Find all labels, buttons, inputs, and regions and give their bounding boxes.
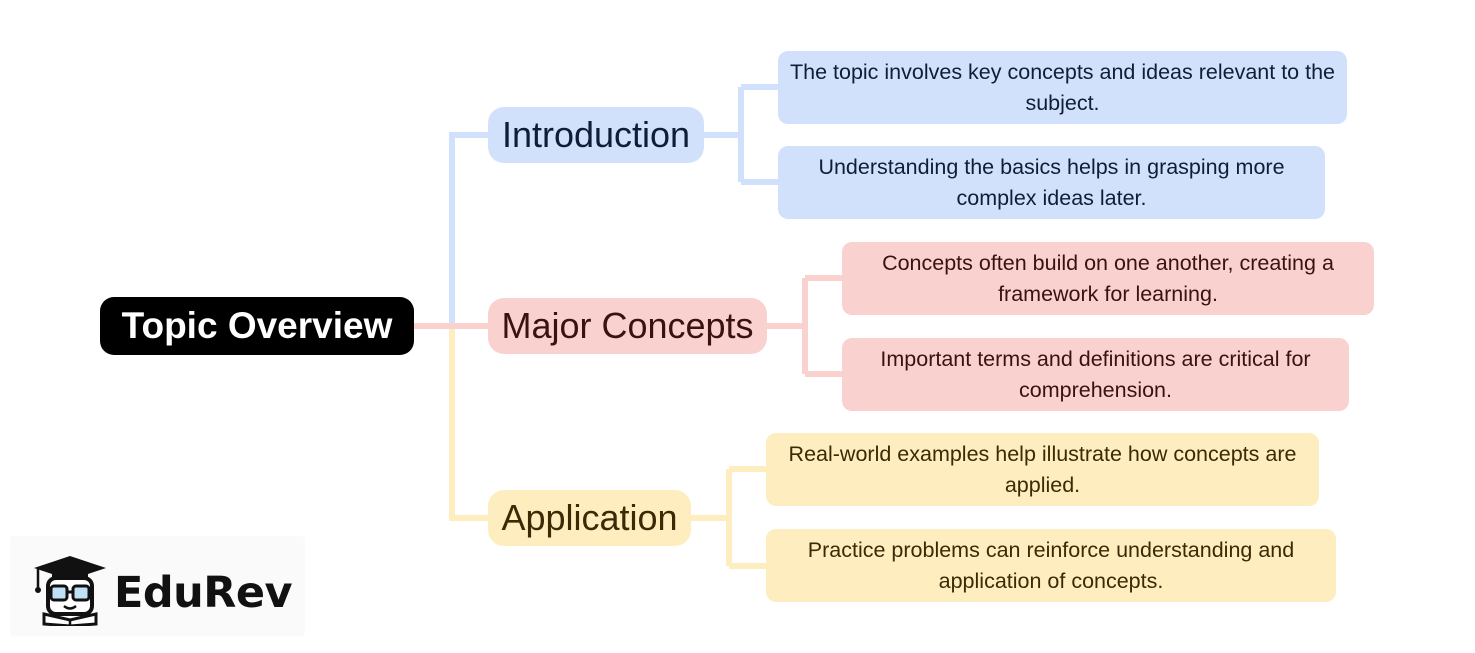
connector-major-concepts-leaves — [767, 275, 844, 377]
leaf-node-introduction-1: The topic involves key concepts and idea… — [778, 51, 1347, 124]
leaf-node-major-concepts-1: Concepts often build on one another, cre… — [842, 242, 1374, 315]
branch-node-introduction: Introduction — [488, 107, 704, 163]
logo-text: EduRev — [114, 568, 293, 618]
connector-introduction-leaves — [704, 84, 780, 185]
leaf-node-major-concepts-2: Important terms and definitions are crit… — [842, 338, 1349, 411]
branch-node-application: Application — [488, 490, 691, 546]
graduate-mascot-icon — [34, 556, 106, 626]
connector-root-application — [449, 326, 490, 521]
edurev-logo: EduRev — [10, 536, 305, 636]
connector-application-leaves — [691, 466, 768, 569]
leaf-node-application-2: Practice problems can reinforce understa… — [766, 529, 1336, 602]
connector-root-introduction — [414, 132, 490, 329]
leaf-node-application-1: Real-world examples help illustrate how … — [766, 433, 1319, 506]
root-node-topic-overview: Topic Overview — [100, 297, 414, 355]
leaf-node-introduction-2: Understanding the basics helps in graspi… — [778, 146, 1325, 219]
branch-node-major-concepts: Major Concepts — [488, 298, 767, 354]
